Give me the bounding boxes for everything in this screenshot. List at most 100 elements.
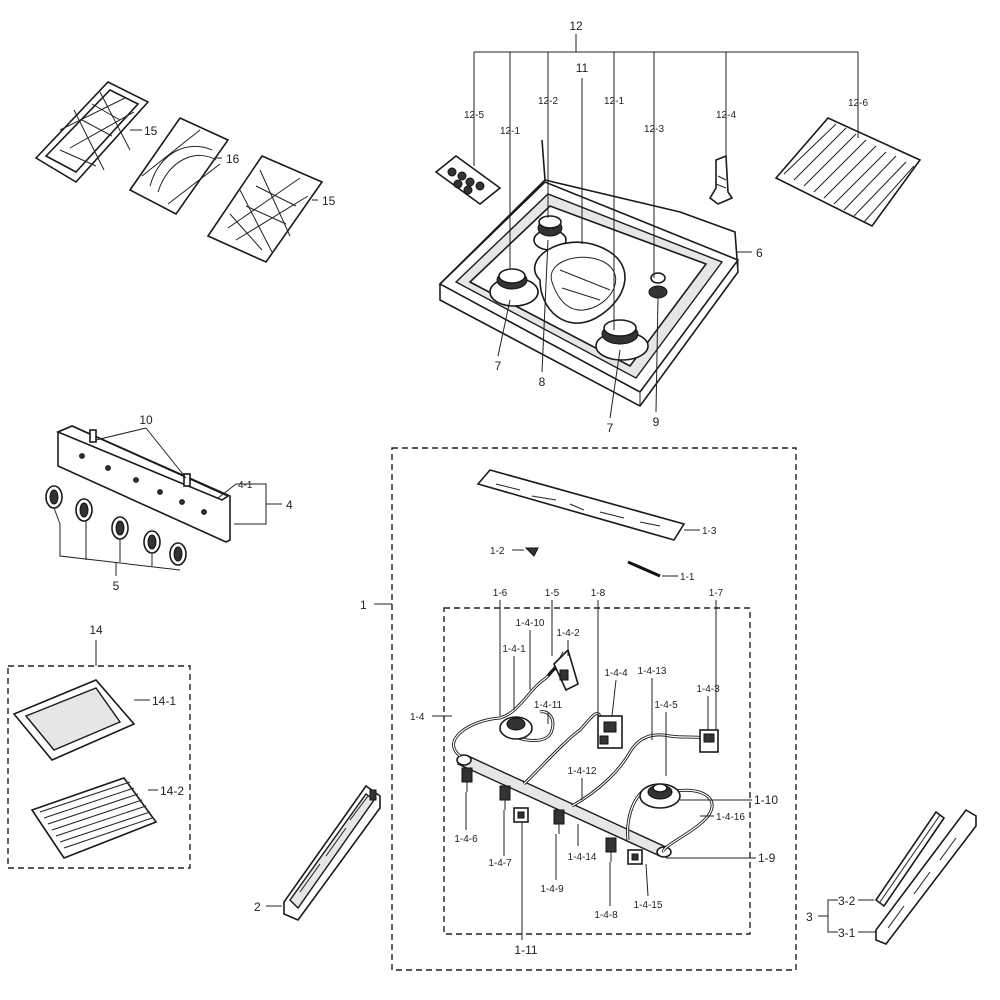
callout-1-4-13: 1-4-13 xyxy=(638,666,667,677)
bracket-12-4[interactable] xyxy=(708,154,734,205)
burner-cap-1-7[interactable] xyxy=(699,729,719,753)
valve-1-4-15[interactable] xyxy=(627,849,643,865)
leader-tree-3 xyxy=(818,899,876,933)
valve-1-4-8[interactable] xyxy=(605,837,617,862)
callout-9: 9 xyxy=(653,415,660,429)
callout-5: 5 xyxy=(113,579,120,593)
callout-12-6: 12-6 xyxy=(848,98,868,109)
callout-1-4-12: 1-4-12 xyxy=(568,766,597,777)
callout-12-1b: 12-1 xyxy=(604,96,624,107)
grate-center[interactable] xyxy=(128,116,230,216)
callout-1-4-15: 1-4-15 xyxy=(634,900,663,911)
leaders-assembly-1 xyxy=(432,600,756,940)
callout-1-4-11: 1-4-11 xyxy=(534,700,563,711)
screw-1-2[interactable] xyxy=(524,547,539,557)
callout-8: 8 xyxy=(539,375,546,389)
knob-group-5[interactable] xyxy=(45,485,187,566)
callout-1-4-3: 1-4-3 xyxy=(696,684,720,695)
callout-12-3: 12-3 xyxy=(644,124,664,135)
kit-box-14 xyxy=(7,665,191,869)
callout-1-4-9: 1-4-9 xyxy=(540,884,564,895)
callout-4: 4 xyxy=(286,498,293,512)
valve-1-4-7[interactable] xyxy=(499,785,511,810)
igniter-caps-bag[interactable] xyxy=(434,154,502,206)
callout-1-4-1: 1-4-1 xyxy=(502,644,526,655)
callout-7a: 7 xyxy=(495,359,502,373)
side-trim-3-2[interactable] xyxy=(874,810,946,908)
callout-1-1: 1-1 xyxy=(680,572,695,583)
callout-2: 2 xyxy=(254,900,261,914)
pin-1-1[interactable] xyxy=(627,560,661,578)
callout-10: 10 xyxy=(139,413,153,427)
knob-5[interactable] xyxy=(169,542,187,566)
callout-15b: 15 xyxy=(322,194,336,208)
switch-clips-10[interactable] xyxy=(89,429,191,487)
gas-tubing-network xyxy=(452,651,714,854)
side-trim-3-1[interactable] xyxy=(875,808,977,945)
drawer-slide-2[interactable] xyxy=(283,784,381,921)
callout-14-2: 14-2 xyxy=(160,784,184,798)
callout-labels: 12 12-5 12-1 12-2 11 12-1 12-3 12-4 12-6… xyxy=(89,19,868,957)
valve-1-4-6[interactable] xyxy=(461,767,473,792)
callout-1-9: 1-9 xyxy=(758,851,776,865)
callout-1-4-6: 1-4-6 xyxy=(454,834,478,845)
oven-rack-14-2[interactable] xyxy=(30,777,158,859)
callout-3: 3 xyxy=(806,910,813,924)
knob-4[interactable] xyxy=(143,530,161,554)
callout-14-1: 14-1 xyxy=(152,694,176,708)
callout-1-4-14: 1-4-14 xyxy=(568,852,597,863)
assembly-box-1-4 xyxy=(443,607,751,935)
grate-left[interactable] xyxy=(34,81,150,184)
callout-1-4-5: 1-4-5 xyxy=(654,700,678,711)
callout-1-8: 1-8 xyxy=(591,588,606,599)
callout-4-1: 4-1 xyxy=(238,480,253,491)
regulator-1-11[interactable] xyxy=(513,807,529,823)
knob-1[interactable] xyxy=(45,485,63,509)
callout-3-1: 3-1 xyxy=(838,926,856,940)
wire-rack-12-6[interactable] xyxy=(774,117,922,228)
burner-head-1-5[interactable] xyxy=(553,648,579,692)
gas-manifold-1-9[interactable] xyxy=(456,754,672,858)
callout-1-4-10: 1-4-10 xyxy=(516,618,545,629)
callout-1-2: 1-2 xyxy=(490,546,505,557)
callout-1-4-8: 1-4-8 xyxy=(594,910,618,921)
griddle-14-1[interactable] xyxy=(12,679,150,761)
burner-bracket-1-3[interactable] xyxy=(476,469,686,541)
burner-bowl-1-10[interactable] xyxy=(639,783,681,809)
callout-1: 1 xyxy=(360,598,367,612)
burner-front-right[interactable] xyxy=(595,319,649,361)
callout-1-6: 1-6 xyxy=(493,588,508,599)
callout-12-5: 12-5 xyxy=(464,110,484,121)
callout-1-11: 1-11 xyxy=(514,943,537,957)
leader-tree-12 xyxy=(473,34,859,419)
callout-1-4-7: 1-4-7 xyxy=(488,858,512,869)
burner-valve-1-8[interactable] xyxy=(597,715,623,749)
callout-1-4: 1-4 xyxy=(410,712,425,723)
control-panel-4[interactable] xyxy=(55,425,231,543)
callout-16: 16 xyxy=(226,152,240,166)
callout-1-4-16: 1-4-16 xyxy=(716,812,745,823)
callout-1-3: 1-3 xyxy=(702,526,717,537)
callout-11: 11 xyxy=(576,61,589,75)
grate-right[interactable] xyxy=(206,155,324,264)
callout-1-4-4: 1-4-4 xyxy=(604,668,628,679)
callout-12-4: 12-4 xyxy=(716,110,736,121)
valve-1-4-9[interactable] xyxy=(553,809,565,834)
knob-3[interactable] xyxy=(111,516,129,540)
callout-7b: 7 xyxy=(607,421,614,435)
callout-3-2: 3-2 xyxy=(838,894,856,908)
burner-left[interactable] xyxy=(489,268,539,307)
assembly-box-1 xyxy=(391,447,797,971)
callout-1-5: 1-5 xyxy=(545,588,560,599)
callout-14: 14 xyxy=(89,623,103,637)
callout-6: 6 xyxy=(756,246,763,260)
knob-2[interactable] xyxy=(75,498,93,522)
burner-base-1-6[interactable] xyxy=(499,716,533,740)
callout-12: 12 xyxy=(569,19,583,33)
leader-tree-4-5-10 xyxy=(53,427,282,576)
callout-1-10: 1-10 xyxy=(754,793,778,807)
callout-1-4-2: 1-4-2 xyxy=(556,628,580,639)
callout-15a: 15 xyxy=(144,124,158,138)
callout-12-2: 12-2 xyxy=(538,96,558,107)
